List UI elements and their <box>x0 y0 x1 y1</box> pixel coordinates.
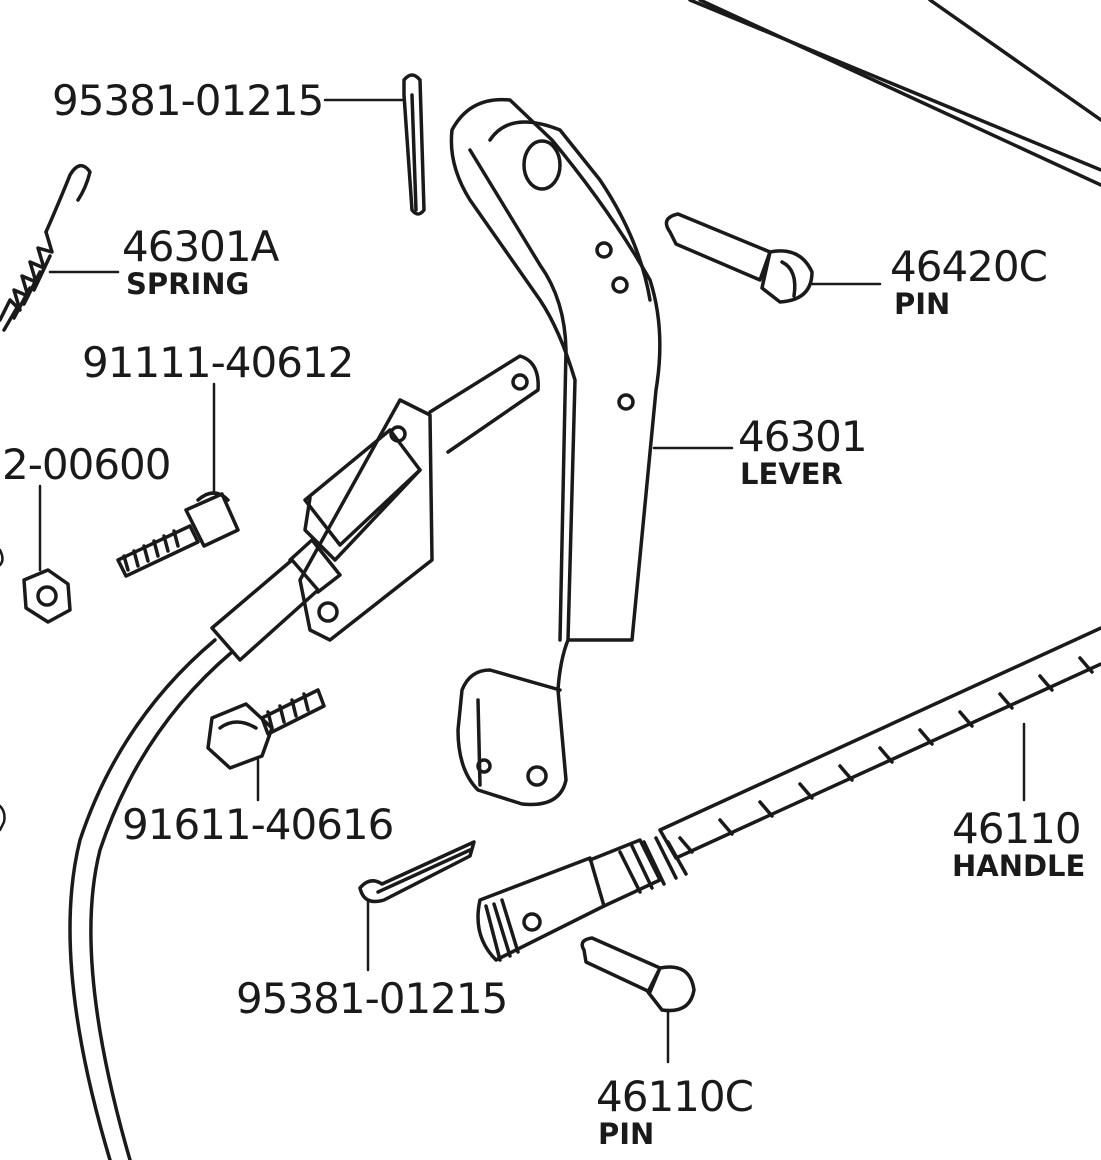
cotter-pin-top <box>402 73 426 216</box>
label-nut-part-no: 2-00600 <box>2 440 171 489</box>
label-pin-right-part-no: 46420C <box>890 242 1048 291</box>
label-lever-part-no: 46301 <box>738 412 868 461</box>
label-bolt-upper-part-no: 91111-40612 <box>82 338 354 387</box>
spring <box>0 164 92 332</box>
cable-assembly <box>68 354 540 1160</box>
label-pin-bottom-name: PIN <box>598 1117 655 1151</box>
label-handle-name: HANDLE <box>952 849 1086 883</box>
label-lever-name: LEVER <box>740 457 843 491</box>
handle <box>476 626 1101 962</box>
lever <box>449 97 662 807</box>
cropped-label-fragment <box>0 804 6 832</box>
label-spring-name: SPRING <box>126 267 250 301</box>
label-cotter-pin-bottom-part-no: 95381-01215 <box>236 974 508 1023</box>
cotter-pin-bottom <box>358 840 476 904</box>
label-pin-bottom-part-no: 46110C <box>596 1072 754 1121</box>
cropped-part-fragment <box>0 548 4 567</box>
label-handle-part-no: 46110 <box>952 804 1082 853</box>
pin-right <box>664 212 814 304</box>
label-spring-part-no: 46301A <box>122 222 279 271</box>
label-pin-right-name: PIN <box>894 287 951 321</box>
pin-bottom <box>580 936 696 1013</box>
upper-rod <box>688 0 1101 187</box>
bolt-upper <box>116 491 240 578</box>
nut <box>22 568 72 624</box>
bolt-lower <box>206 688 326 770</box>
label-cotter-pin-top-part-no: 95381-01215 <box>52 76 324 125</box>
label-bolt-lower-part-no: 91611-40616 <box>122 800 394 849</box>
